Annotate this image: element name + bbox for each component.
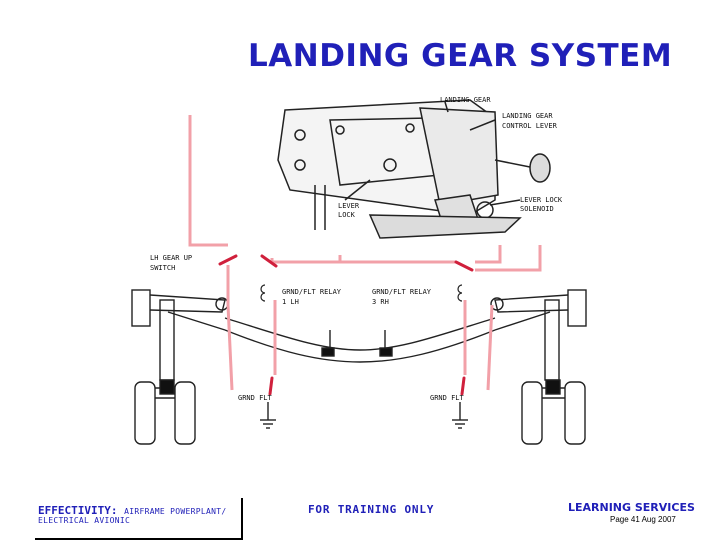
label-relay-lh: GRND/FLT RELAY — [282, 288, 342, 296]
right-wheel-outer — [564, 381, 586, 445]
label-relay-lh: 1 LH — [282, 298, 299, 306]
label-gear-up-switch: LH GEAR UP — [150, 254, 192, 262]
linkage-fitting — [379, 347, 393, 357]
learning-services: LEARNING SERVICES — [568, 501, 695, 514]
gearbox — [419, 107, 499, 206]
switch-contact — [268, 376, 274, 396]
effectivity-label: EFFECTIVITY: — [38, 504, 118, 517]
label-solenoid: SOLENOID — [520, 205, 554, 213]
leader-line — [489, 199, 521, 206]
left-wheel-outer — [134, 381, 156, 445]
leader-line — [469, 119, 496, 131]
switch-contacts — [218, 254, 474, 396]
relay-coils — [260, 284, 463, 302]
right-side-strut — [494, 311, 551, 331]
right-wheel-inner — [521, 381, 543, 445]
effectivity-box — [35, 498, 243, 540]
switch-contact — [454, 260, 474, 272]
left-gear-bracket — [131, 289, 151, 327]
label-relay-rh: GRND/FLT RELAY — [372, 288, 432, 296]
linkage-tube-lower — [224, 329, 496, 363]
control-lever-assembly — [277, 99, 551, 239]
main-gear-left — [131, 289, 229, 445]
switch-contact — [260, 254, 278, 268]
effectivity-value: AIRFRAME POWERPLANT/ — [124, 507, 227, 516]
relay-coil-lh — [260, 284, 266, 302]
effectivity-value-2: ELECTRICAL AVIONIC — [38, 516, 131, 525]
label-lever-lock: LOCK — [338, 211, 356, 219]
fastener — [294, 159, 306, 171]
label-gear-up-switch: SWITCH — [150, 264, 175, 272]
label-control-lever: LANDING GEAR — [502, 112, 553, 120]
lever-knob — [529, 153, 551, 183]
wire-relay-rh-right — [475, 245, 542, 272]
right-pivot — [490, 297, 504, 311]
label-lever-lock: LEVER — [338, 202, 360, 210]
right-shock-strut — [544, 299, 560, 381]
leader-line — [344, 179, 371, 201]
right-axle-block — [545, 379, 561, 395]
fastener — [335, 125, 345, 135]
leader-line — [444, 101, 449, 113]
left-shock-strut — [159, 299, 175, 381]
label-landing-gear: LANDING GEAR — [440, 96, 491, 104]
wiring — [188, 115, 542, 391]
relay-coil-rh — [457, 284, 463, 302]
left-side-strut — [167, 311, 226, 331]
switch-contact — [218, 254, 238, 266]
wire-left-gear-feed — [226, 304, 234, 391]
linkage-tube-upper — [224, 317, 496, 351]
label-relay-rh: 3 RH — [372, 298, 389, 306]
wire-relay-rh-up — [475, 245, 502, 264]
training-notice: FOR TRAINING ONLY — [308, 503, 435, 516]
right-gear-bracket — [567, 289, 587, 327]
wire-lever-lock — [188, 115, 228, 247]
base-plate — [368, 214, 522, 239]
left-wheel-inner — [174, 381, 196, 445]
left-drag-brace — [149, 294, 226, 313]
gear-linkage — [224, 317, 496, 363]
fastener — [294, 129, 306, 141]
effectivity: EFFECTIVITY: AIRFRAME POWERPLANT/ — [38, 504, 226, 517]
label-grnd-flt-left: GRND FLT — [238, 394, 273, 402]
wire-right-gear-feed — [486, 304, 494, 391]
fastener — [383, 158, 397, 172]
page-info: Page 41 Aug 2007 — [610, 515, 676, 524]
page-title: LANDING GEAR SYSTEM — [248, 38, 673, 74]
label-grnd-flt-right: GRND FLT — [430, 394, 465, 402]
right-drag-brace — [494, 294, 569, 313]
main-gear-right — [490, 289, 587, 445]
label-control-lever: CONTROL LEVER — [502, 122, 558, 130]
control-rod — [494, 159, 536, 169]
linkage-fitting — [321, 347, 335, 357]
ground-symbols — [260, 402, 468, 429]
left-axle-block — [159, 379, 175, 395]
switch-contact — [460, 376, 466, 396]
label-solenoid: LEVER LOCK — [520, 196, 563, 204]
fastener — [405, 123, 415, 133]
wire-switch-to-relay — [270, 255, 342, 264]
